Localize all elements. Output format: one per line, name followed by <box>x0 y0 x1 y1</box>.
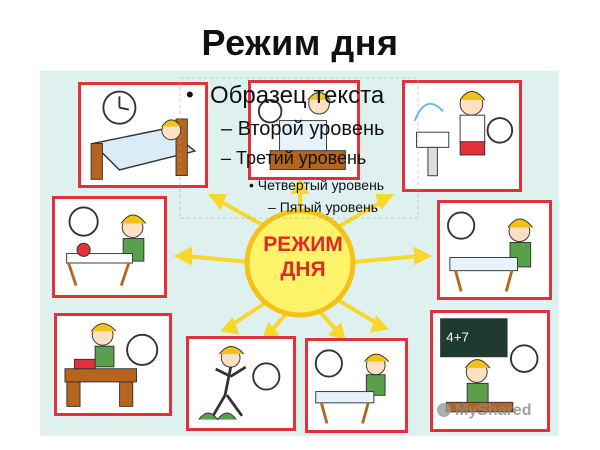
watermark: MyShared <box>437 402 531 420</box>
placeholder-level-3[interactable]: – Третий уровень <box>221 148 366 169</box>
scene-card-walking <box>186 336 296 431</box>
slide-title: Режим дня <box>201 22 399 63</box>
sun-label: РЕЖИМ ДНЯ <box>256 232 350 282</box>
tea-illustration <box>447 211 533 292</box>
scene-card-breakfast-left <box>52 196 167 298</box>
placeholder-level-4[interactable]: • Четвертый уровень <box>249 177 384 193</box>
placeholder-level-1-text: Образец текста <box>210 82 385 109</box>
watermark-text: MyShared <box>455 402 532 419</box>
placeholder-level-2-text: Второй уровень <box>237 118 385 140</box>
svg-text:4+7: 4+7 <box>446 330 469 345</box>
dash-level-5: – <box>268 199 276 215</box>
sun-label-line2: ДНЯ <box>280 258 326 281</box>
scene-card-studying <box>54 313 172 416</box>
lunch-illustration <box>314 349 390 424</box>
scene-card-breakfast-right <box>437 200 552 300</box>
sun-label-line1: РЕЖИМ <box>263 233 343 256</box>
blackboard-illustration: 4+7 <box>440 318 539 413</box>
dash-level-3: – <box>221 148 232 168</box>
scene-card-lunch <box>305 338 408 433</box>
dash-level-2: – <box>221 118 233 140</box>
walk-illustration <box>198 346 281 421</box>
placeholder-level-5-text: Пятый уровень <box>279 199 379 215</box>
scene-card-washing <box>402 80 522 192</box>
placeholder-level-5[interactable]: – Пятый уровень <box>268 199 378 215</box>
bullet-level-4: • <box>249 177 254 193</box>
study-illustration <box>64 323 159 407</box>
breakfast-illustration <box>66 206 147 287</box>
placeholder-level-2[interactable]: – Второй уровень <box>221 118 384 141</box>
placeholder-level-3-text: Третий уровень <box>236 148 367 168</box>
bullet-level-1: • <box>186 82 194 107</box>
washing-illustration <box>413 91 514 177</box>
placeholder-level-4-text: Четвертый уровень <box>257 177 385 193</box>
watermark-logo-icon <box>437 403 451 417</box>
